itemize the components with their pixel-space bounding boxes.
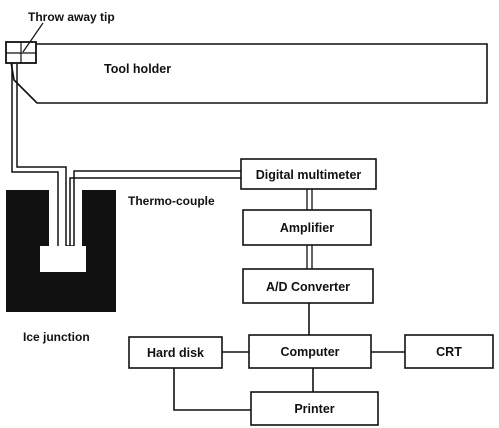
amplifier-box	[242, 209, 372, 246]
throw-away-tip-leader	[22, 22, 44, 53]
tool-holder-inner-edge	[13, 79, 38, 104]
printer-box	[250, 391, 379, 426]
thermo-couple-wire-inner	[16, 64, 241, 247]
computer-label: Computer	[280, 345, 339, 359]
ad-converter-label: A/D Converter	[266, 280, 350, 294]
conn-harddisk-printer	[173, 368, 251, 411]
tool-holder-body	[7, 43, 488, 104]
crt-box	[404, 334, 494, 369]
thermo-couple-label: Thermo-couple	[128, 194, 215, 208]
crt-label: CRT	[436, 345, 462, 359]
throw-away-tip-label: Throw away tip	[28, 10, 115, 24]
computer-box	[248, 334, 372, 369]
digital-multimeter-box	[240, 158, 377, 190]
ice-junction-container	[6, 190, 116, 312]
digital-multimeter-label: Digital multimeter	[256, 168, 362, 182]
ad-converter-box	[242, 268, 374, 304]
tool-holder-label: Tool holder	[104, 62, 171, 76]
hard-disk-label: Hard disk	[147, 346, 204, 360]
printer-label: Printer	[294, 402, 334, 416]
ice-junction-bath	[40, 246, 86, 272]
amplifier-label: Amplifier	[280, 221, 334, 235]
ice-junction-label: Ice junction	[23, 330, 90, 344]
hard-disk-box	[128, 336, 223, 369]
